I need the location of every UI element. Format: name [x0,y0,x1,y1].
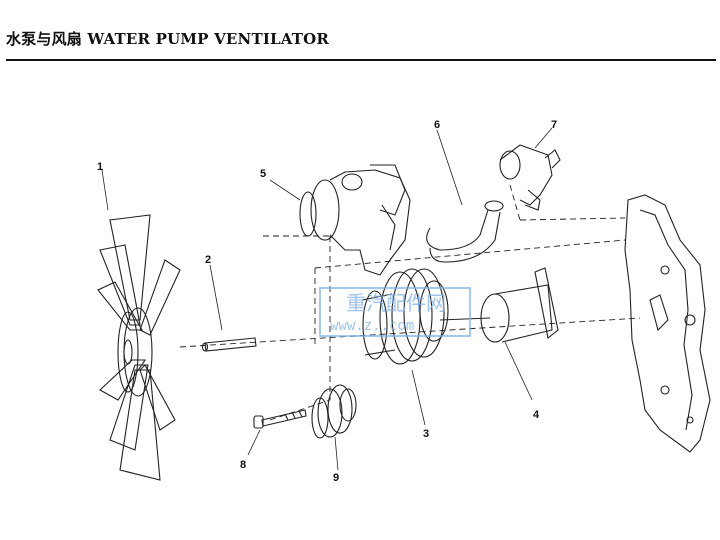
watermark-line2: www.z..com [330,318,414,334]
timing-cover-housing [624,194,711,453]
title-rule [6,59,716,61]
page-title: 水泵与风扇 WATER PUMP VENTILATOR [6,30,330,48]
callout-labels: 1 2 3 4 5 6 7 8 9 [97,119,557,484]
watermark-line1: 重汽配件网 [346,291,446,315]
callout-9: 9 [333,472,339,484]
callout-8: 8 [240,459,246,471]
bolt-part-8 [247,409,307,456]
callout-3: 3 [423,428,429,440]
shaft-part-4 [439,267,559,401]
water-pump-part-5 [269,164,411,276]
callout-1: 1 [97,161,103,173]
small-pulley-part-9 [311,384,357,471]
watermark: 重汽配件网 www.z..com [319,287,471,337]
callout-7: 7 [551,119,557,131]
thermostat-housing-part-7 [499,127,561,211]
assembly-axis-lines [179,184,641,421]
callout-5: 5 [260,168,266,180]
callout-2: 2 [205,254,211,266]
spacer-part-2 [201,264,257,352]
callout-6: 6 [434,119,440,131]
fan-part-1 [97,169,181,481]
callout-4: 4 [533,409,540,421]
hose-part-6 [426,129,504,263]
pulley-part-3 [361,268,449,426]
